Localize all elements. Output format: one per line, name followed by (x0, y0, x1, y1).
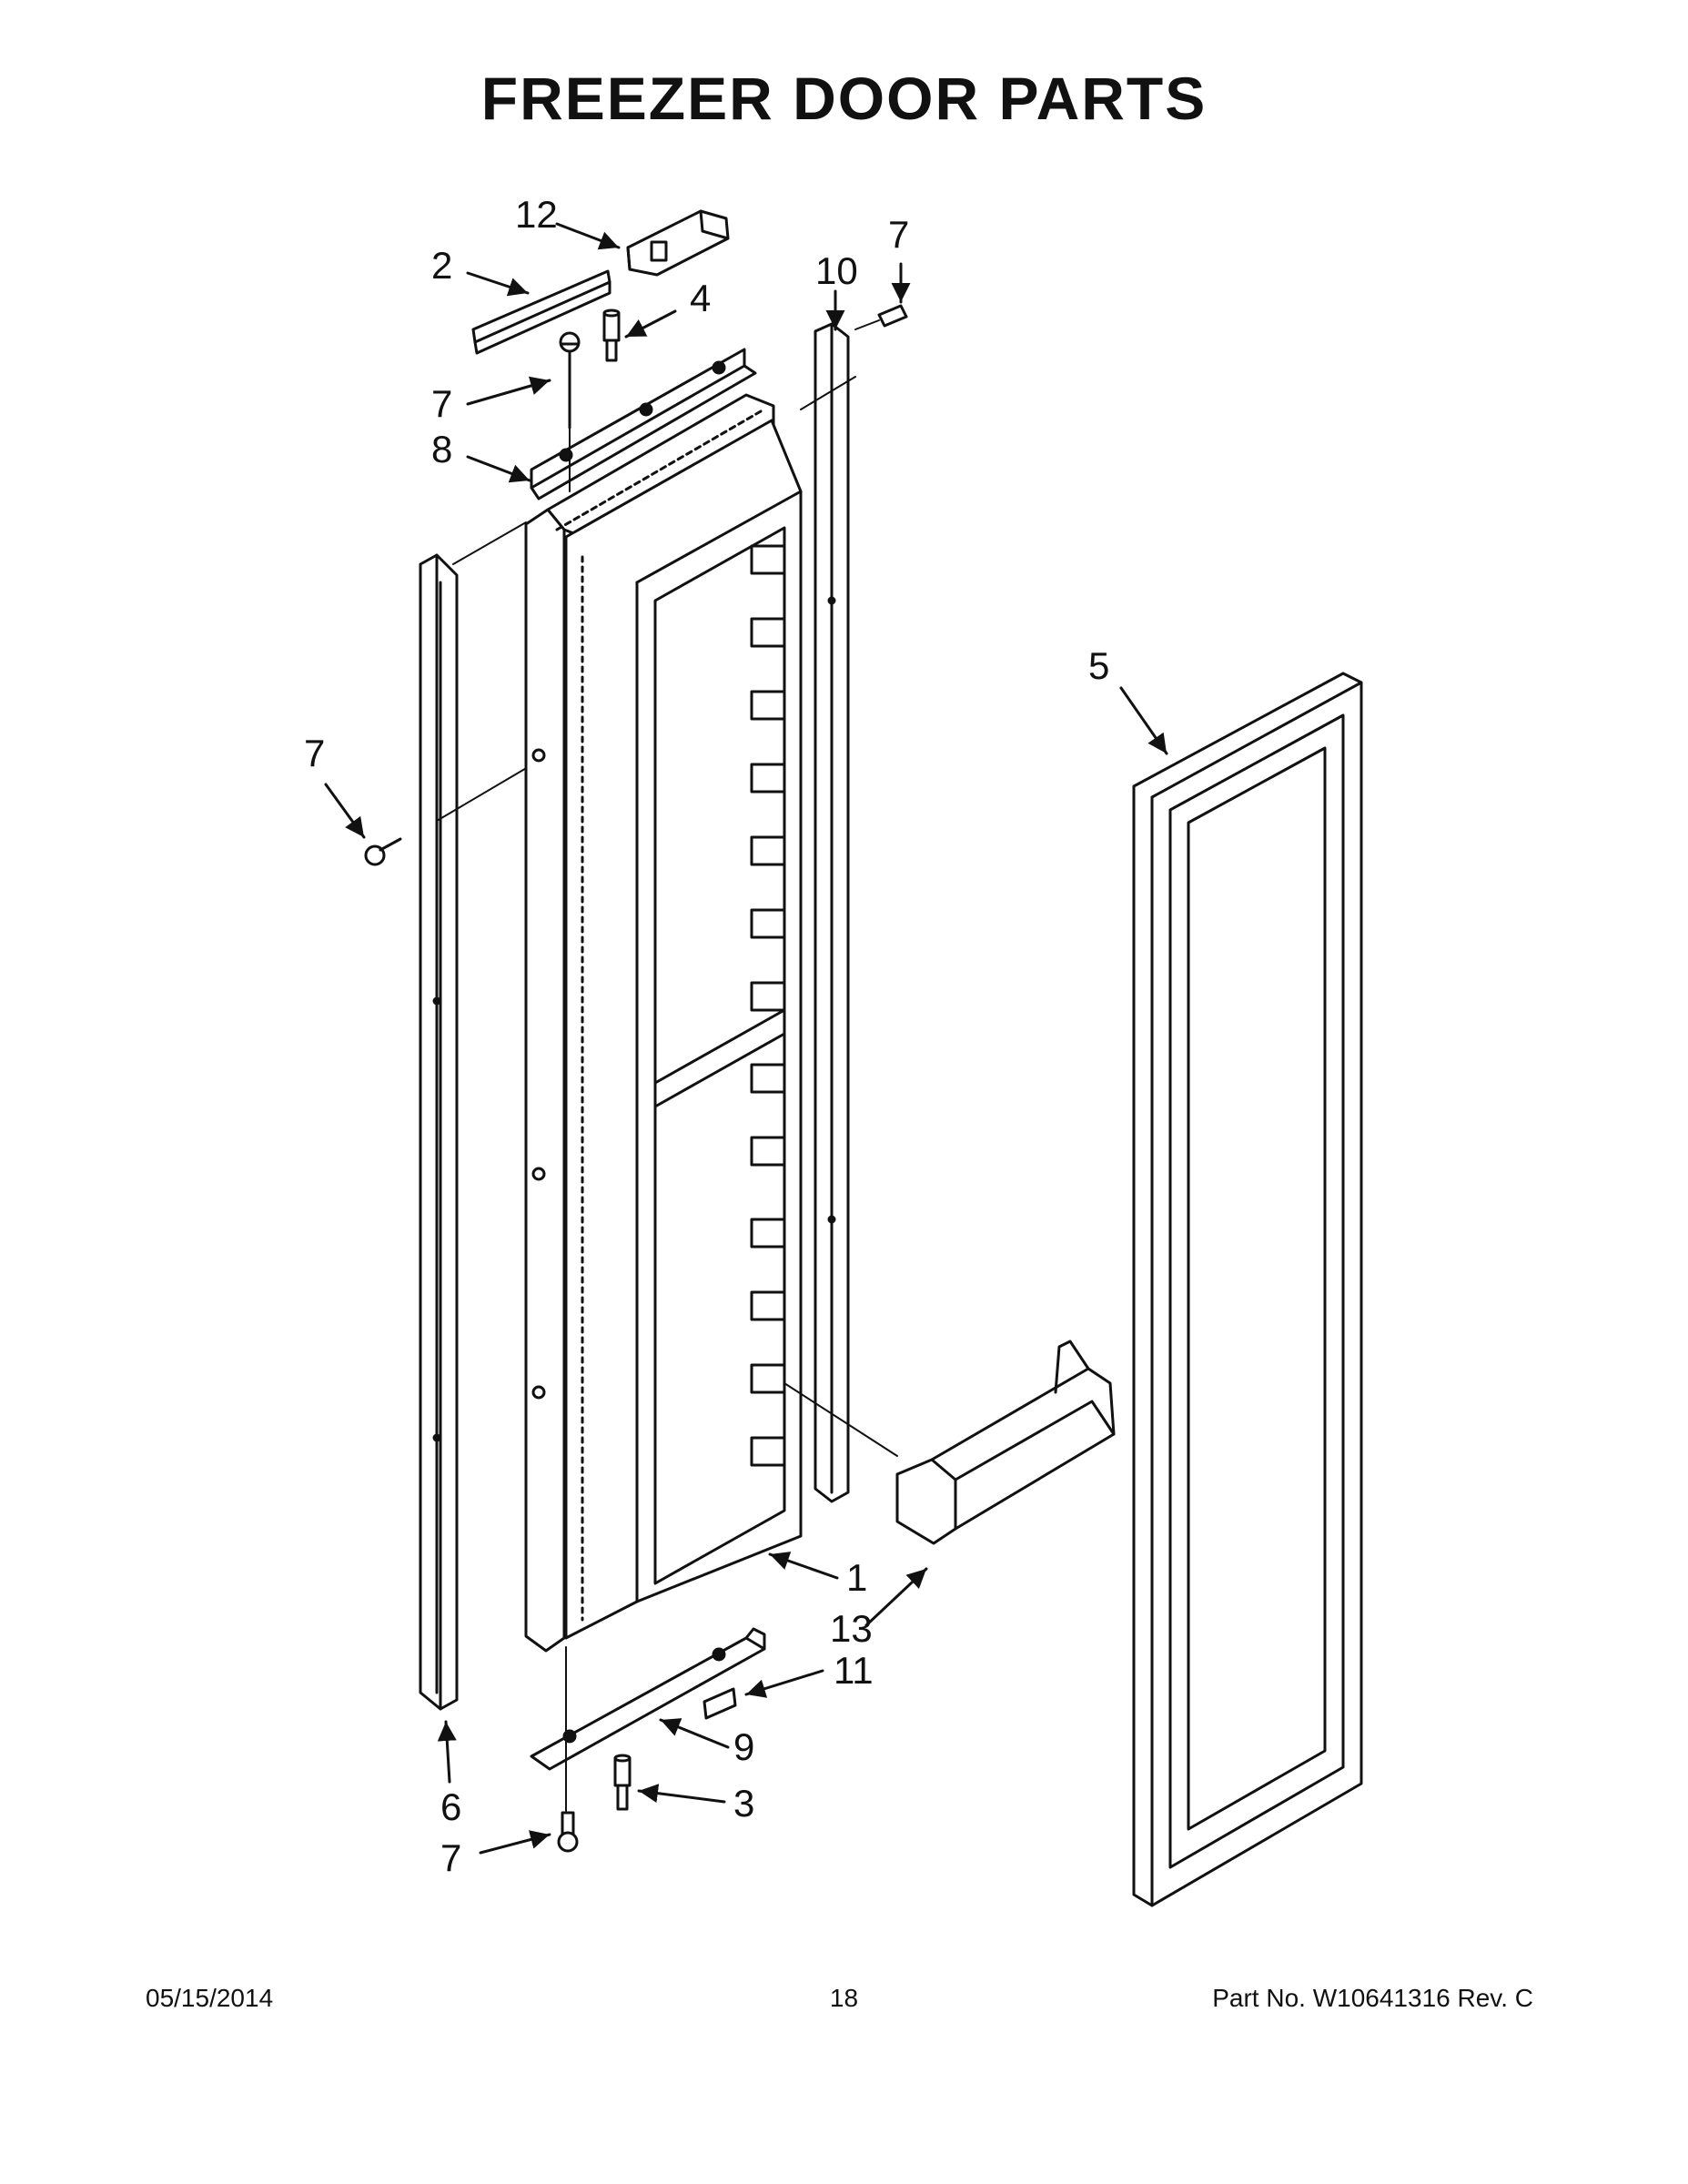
footer-page-number: 18 (829, 1984, 859, 2012)
callout-7-left: 7 (304, 732, 325, 774)
door-handle-part (783, 1340, 1116, 1545)
callout-13: 13 (830, 1607, 873, 1650)
top-hinge-bracket-part (530, 348, 757, 500)
bottom-hinge-clip-part (702, 1687, 737, 1720)
callout-6: 6 (440, 1785, 461, 1828)
callout-5: 5 (1088, 644, 1109, 687)
callout-12: 12 (515, 193, 558, 236)
footer-date: 05/15/2014 (146, 1984, 274, 2012)
callout-1: 1 (846, 1556, 867, 1599)
callout-11: 11 (834, 1649, 874, 1692)
page-title: FREEZER DOOR PARTS (480, 65, 1208, 132)
bottom-bracket-screw-part (557, 1811, 579, 1853)
callout-leaders (324, 222, 1168, 1855)
top-trim-strip-part (471, 269, 612, 355)
footer-part-number: Part No. W10641316 Rev. C (1212, 1984, 1533, 2012)
right-trim-screw-part (854, 304, 908, 330)
callout-labels: 12 2 4 10 7 7 8 5 7 1 13 11 9 3 6 7 (304, 193, 1109, 1879)
callout-4: 4 (690, 277, 711, 319)
callout-10: 10 (815, 249, 858, 292)
door-gasket-part (1132, 672, 1363, 1907)
callout-2: 2 (431, 244, 452, 287)
callout-8: 8 (431, 428, 452, 470)
right-trim-channel-part (800, 322, 856, 1503)
top-bracket-screw-part (559, 331, 581, 492)
callout-3: 3 (733, 1782, 754, 1825)
door-liner-part (524, 393, 803, 1653)
callout-7-bottom: 7 (440, 1836, 461, 1879)
top-hinge-cover-part (626, 209, 730, 277)
callout-7-top-left: 7 (431, 382, 452, 425)
bottom-hinge-bracket-part (530, 1627, 766, 1812)
left-trim-channel-part (419, 521, 540, 1711)
callout-7-top-right: 7 (888, 213, 909, 256)
top-hinge-pin-part (602, 308, 621, 362)
bottom-hinge-pin-part (613, 1754, 632, 1811)
callout-9: 9 (733, 1725, 754, 1768)
left-trim-screw-part (364, 837, 402, 866)
